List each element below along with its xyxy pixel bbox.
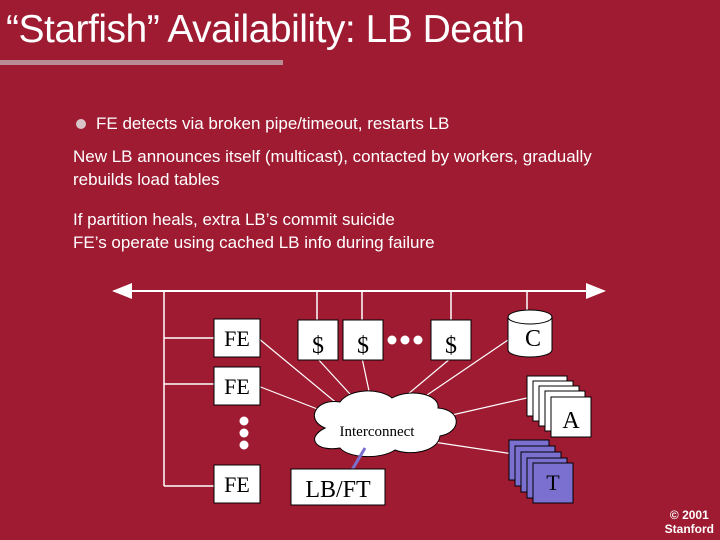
t-cluster-stack: T xyxy=(508,439,574,504)
cache-label-1: $ xyxy=(312,333,324,359)
t-label: T xyxy=(546,470,560,495)
copyright-notice: © 2001 Stanford xyxy=(665,508,714,536)
lbft-label: LB/FT xyxy=(305,477,371,503)
copyright-org: Stanford xyxy=(664,522,714,536)
slide-title: “Starfish” Availability: LB Death xyxy=(6,8,525,51)
bullet-icon xyxy=(76,119,86,129)
cache-node-3: $ xyxy=(430,319,472,361)
bullet-text-3: rebuilds load tables xyxy=(73,170,220,189)
bullet-list: FE detects via broken pipe/timeout, rest… xyxy=(73,114,592,252)
a-cluster-stack: A xyxy=(526,375,592,438)
fe-label-1: FE xyxy=(224,326,250,351)
horizontal-ellipsis-icon xyxy=(387,335,423,345)
architecture-diagram: FE FE FE $ $ $ C xyxy=(112,283,606,506)
fe-label-3: FE xyxy=(224,472,250,497)
fe-node-2: FE xyxy=(213,366,261,406)
c-label: C xyxy=(525,326,541,352)
a-label: A xyxy=(562,408,580,434)
bullet-text-2: New LB announces itself (multicast), con… xyxy=(73,147,592,166)
bullet-text-1: FE detects via broken pipe/timeout, rest… xyxy=(96,114,450,133)
title-underline xyxy=(0,60,283,65)
interconnect-cloud: Interconnect xyxy=(313,390,457,457)
cache-label-3: $ xyxy=(445,333,457,359)
copyright-year: © 2001 xyxy=(669,508,709,522)
database-cylinder-icon: C xyxy=(507,309,553,358)
vertical-ellipsis-icon xyxy=(239,416,249,450)
lbft-node: LB/FT xyxy=(290,468,386,506)
cache-node-2: $ xyxy=(342,319,384,361)
cache-label-2: $ xyxy=(357,333,369,359)
cache-node-1: $ xyxy=(297,319,339,361)
fe-node-3: FE xyxy=(213,464,261,504)
fe-node-1: FE xyxy=(213,318,261,358)
interconnect-label: Interconnect xyxy=(340,424,416,440)
fe-label-2: FE xyxy=(224,374,250,399)
bullet-text-4: If partition heals, extra LB’s commit su… xyxy=(73,210,395,229)
bullet-text-5: FE’s operate using cached LB info during… xyxy=(73,233,435,252)
